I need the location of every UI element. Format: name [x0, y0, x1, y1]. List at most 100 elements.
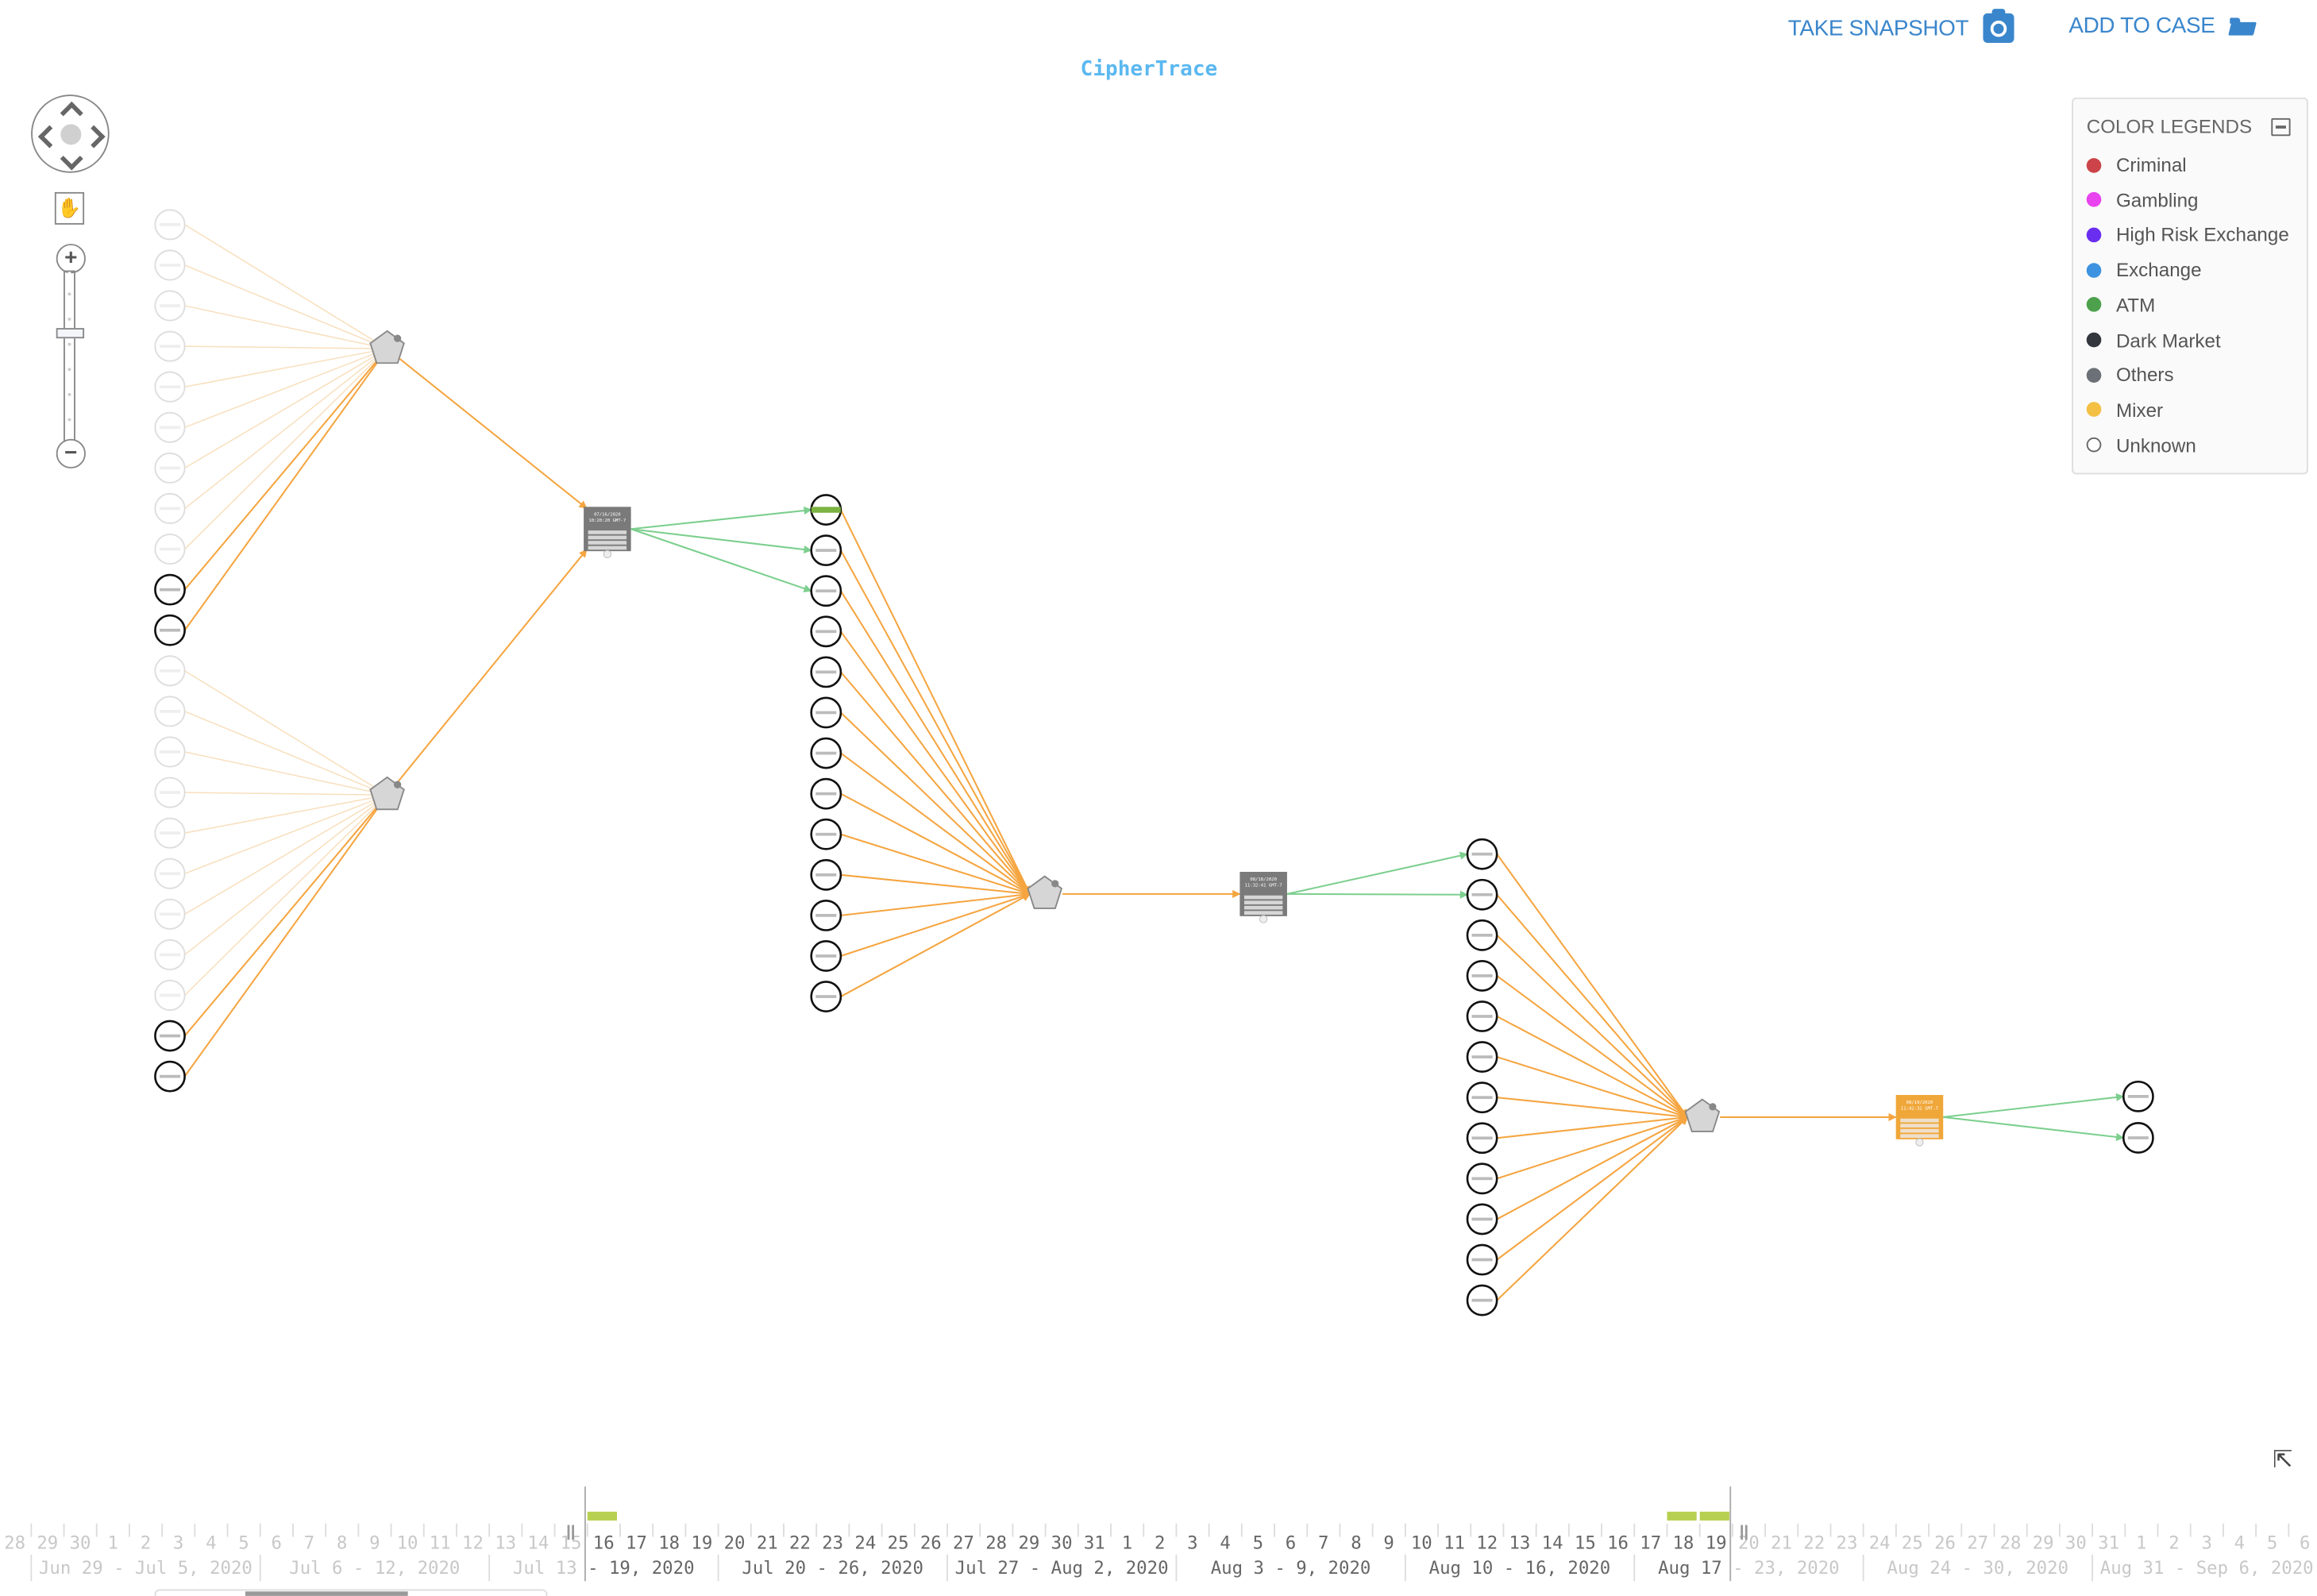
day-label[interactable]: 5	[2267, 1532, 2277, 1553]
day-label[interactable]: 14	[1542, 1532, 1563, 1553]
address-node[interactable]	[154, 817, 186, 849]
day-label[interactable]: 26	[1934, 1532, 1956, 1553]
address-node[interactable]	[810, 696, 842, 729]
pan-center-icon[interactable]	[60, 124, 82, 145]
address-node[interactable]	[154, 573, 186, 606]
address-node[interactable]	[810, 981, 842, 1012]
zoom-slider[interactable]: + −	[56, 244, 86, 468]
cluster-node[interactable]	[369, 776, 405, 811]
address-node[interactable]	[1466, 1203, 1498, 1236]
address-node[interactable]	[154, 655, 186, 687]
day-label[interactable]: 31	[1084, 1532, 1105, 1553]
address-node[interactable]	[1466, 1122, 1498, 1155]
day-label[interactable]: 9	[369, 1532, 380, 1553]
address-node[interactable]	[154, 979, 186, 1012]
take-snapshot-button[interactable]: TAKE SNAPSHOT	[1788, 9, 2014, 43]
address-node[interactable]	[810, 858, 842, 891]
day-label[interactable]: 1	[1122, 1532, 1132, 1553]
day-label[interactable]: 6	[1286, 1532, 1296, 1553]
day-label[interactable]: 3	[2201, 1532, 2211, 1553]
day-label[interactable]: 31	[2098, 1532, 2119, 1553]
day-label[interactable]: 10	[1411, 1532, 1432, 1553]
address-node[interactable]	[810, 534, 842, 567]
day-label[interactable]: 23	[1837, 1532, 1858, 1553]
day-label[interactable]: 3	[1187, 1532, 1197, 1553]
address-node[interactable]	[154, 1060, 186, 1093]
cluster-node[interactable]	[1027, 875, 1063, 909]
day-label[interactable]: 6	[2300, 1532, 2310, 1553]
day-label[interactable]: 18	[658, 1532, 680, 1553]
activity-bar[interactable]	[587, 1511, 618, 1521]
day-label[interactable]: 16	[593, 1532, 615, 1553]
address-node[interactable]	[154, 330, 186, 362]
day-label[interactable]: 7	[304, 1532, 314, 1553]
collapse-dot-icon[interactable]	[603, 549, 611, 558]
day-label[interactable]: 1	[2136, 1532, 2146, 1553]
day-label[interactable]: 12	[462, 1532, 484, 1553]
day-label[interactable]: 28	[985, 1532, 1007, 1553]
address-node[interactable]	[154, 534, 186, 565]
day-label[interactable]: 13	[1509, 1532, 1530, 1553]
address-node[interactable]	[154, 290, 186, 322]
day-label[interactable]: 17	[1640, 1532, 1661, 1553]
address-node[interactable]	[154, 858, 186, 889]
address-node[interactable]	[154, 696, 186, 727]
day-label[interactable]: 11	[430, 1532, 451, 1553]
week-label[interactable]: Aug 3 - 9, 2020	[1211, 1558, 1371, 1579]
address-node[interactable]	[154, 452, 186, 484]
day-label[interactable]: 22	[789, 1532, 811, 1553]
day-label[interactable]: 22	[1803, 1532, 1825, 1553]
collapse-dot-icon[interactable]	[1259, 915, 1268, 923]
address-node[interactable]	[810, 940, 842, 972]
range-handle-icon[interactable]	[567, 1525, 570, 1540]
day-label[interactable]: 19	[1706, 1532, 1727, 1553]
address-node[interactable]	[154, 209, 186, 241]
zoom-out-button[interactable]: −	[56, 438, 86, 468]
week-label[interactable]: Aug 31 - Sep 6, 2020	[2100, 1558, 2314, 1579]
address-node[interactable]	[154, 777, 186, 808]
range-handle-icon[interactable]	[572, 1525, 574, 1540]
address-node[interactable]	[154, 736, 186, 768]
day-label[interactable]: 2	[2169, 1532, 2179, 1553]
day-label[interactable]: 11	[1444, 1532, 1465, 1553]
address-node[interactable]	[1466, 1000, 1498, 1032]
day-label[interactable]: 30	[2065, 1532, 2087, 1553]
day-label[interactable]: 24	[1869, 1532, 1891, 1553]
day-label[interactable]: 25	[888, 1532, 909, 1553]
address-node[interactable]	[810, 615, 842, 648]
collapse-legend-icon[interactable]	[2271, 118, 2291, 137]
day-label[interactable]: 4	[206, 1532, 216, 1553]
day-label[interactable]: 30	[1051, 1532, 1073, 1553]
address-node[interactable]	[154, 1020, 186, 1052]
expand-dot-icon[interactable]	[1051, 880, 1059, 888]
week-label[interactable]: Jul 20 - 26, 2020	[742, 1558, 923, 1579]
day-label[interactable]: 13	[495, 1532, 516, 1553]
day-label[interactable]: 29	[37, 1532, 58, 1553]
day-label[interactable]: 19	[691, 1532, 712, 1553]
address-node[interactable]	[154, 614, 186, 646]
day-label[interactable]: 25	[1902, 1532, 1923, 1553]
week-label[interactable]: Jul 6 - 12, 2020	[289, 1558, 460, 1579]
address-node[interactable]	[810, 899, 842, 931]
day-label[interactable]: 6	[272, 1532, 282, 1553]
day-label[interactable]: 20	[724, 1532, 746, 1553]
collapse-timeline-icon[interactable]: ⇱	[2273, 1448, 2293, 1474]
day-label[interactable]: 24	[854, 1532, 876, 1553]
week-label[interactable]: Aug 17 - 23, 2020	[1658, 1558, 1840, 1579]
address-node[interactable]	[2122, 1122, 2154, 1154]
day-label[interactable]: 23	[822, 1532, 843, 1553]
cluster-node[interactable]	[369, 330, 405, 364]
day-label[interactable]: 1	[107, 1532, 118, 1553]
range-handle-icon[interactable]	[1741, 1525, 1744, 1540]
address-node[interactable]	[154, 371, 186, 403]
day-label[interactable]: 30	[70, 1532, 91, 1553]
day-label[interactable]: 16	[1607, 1532, 1629, 1553]
expand-dot-icon[interactable]	[1709, 1103, 1717, 1111]
day-label[interactable]: 2	[1155, 1532, 1165, 1553]
day-label[interactable]: 14	[527, 1532, 549, 1553]
address-node[interactable]	[810, 656, 842, 688]
address-node[interactable]	[1466, 1162, 1498, 1195]
